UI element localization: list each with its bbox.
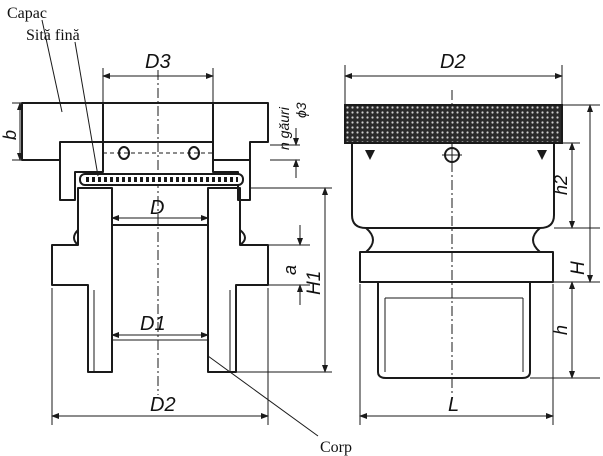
hole-icon	[537, 150, 547, 160]
dim-hole-diameter: ϕ3	[293, 102, 309, 118]
fine-mesh	[79, 173, 244, 186]
dim-h2: h2	[551, 175, 571, 195]
exterior-view	[344, 90, 563, 395]
knurled-cap	[344, 104, 563, 144]
cap-right-half	[212, 102, 269, 161]
cap-skirt-right	[212, 142, 251, 201]
dim-holes: n găuri	[276, 106, 292, 150]
dim-l: L	[448, 394, 459, 416]
dim-b: b	[0, 130, 20, 140]
neck	[365, 227, 541, 253]
label-sita-fina: Sită fină	[26, 27, 80, 44]
section-view	[21, 70, 269, 395]
upper-body	[351, 143, 555, 229]
dimensions-right	[344, 65, 600, 425]
threaded-part	[377, 282, 531, 379]
flange	[359, 251, 554, 283]
body-left-half	[51, 187, 113, 373]
dim-d: D	[150, 197, 164, 219]
dim-h-small: h	[551, 325, 571, 335]
dim-d2-bottom: D2	[150, 394, 176, 416]
dim-d2-top: D2	[440, 51, 466, 73]
dim-d1: D1	[140, 313, 166, 335]
label-capac: Capac	[7, 5, 47, 22]
dim-h1: H1	[304, 271, 325, 295]
hole-icon	[365, 150, 375, 160]
cap-skirt-left	[59, 142, 104, 201]
dim-a: a	[280, 265, 300, 275]
dim-d3: D3	[145, 51, 171, 73]
body-right-half	[207, 187, 269, 373]
dim-h: H	[568, 261, 589, 275]
label-corp: Corp	[320, 439, 352, 456]
dimensions-left	[12, 19, 332, 437]
